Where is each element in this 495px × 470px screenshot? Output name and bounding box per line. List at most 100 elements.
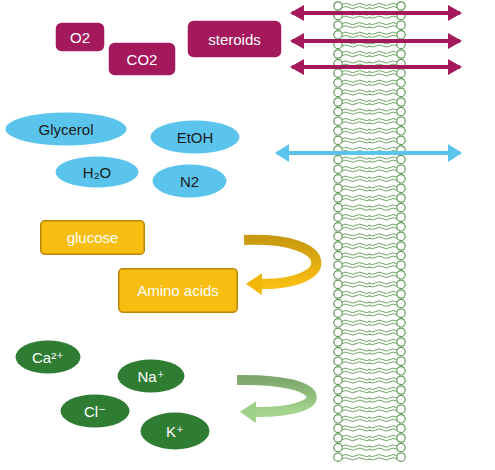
lipid-tail: [342, 416, 370, 418]
lipid-head: [334, 434, 342, 442]
lipid-tail: [369, 282, 397, 284]
lipid-head: [397, 98, 405, 106]
lipid-tail: [342, 387, 370, 389]
molecule-ellipse: H₂O: [55, 156, 139, 188]
lipid-head: [334, 415, 342, 423]
lipid-head: [334, 175, 342, 183]
lipid-tail: [342, 35, 370, 37]
lipid-head: [334, 21, 342, 29]
lipid-tail: [369, 387, 397, 389]
lipid-tail: [369, 186, 397, 188]
lipid-tail: [369, 320, 397, 322]
lipid-tail: [369, 349, 397, 351]
ellipse-shape: [16, 341, 81, 374]
ellipse-shape: [61, 395, 130, 428]
lipid-head: [397, 271, 405, 279]
lipid-tail: [342, 304, 370, 306]
transport-arrows: [237, 13, 460, 412]
rect-shape: [109, 43, 176, 76]
lipid-head: [334, 194, 342, 202]
lipid-head: [334, 251, 342, 259]
lipid-tail: [369, 275, 397, 277]
lipid-tail: [369, 266, 397, 268]
lipid-tail: [369, 51, 397, 53]
lipid-head: [397, 367, 405, 375]
lipid-head: [334, 357, 342, 365]
lipid-head: [334, 299, 342, 307]
lipid-tail: [369, 208, 397, 210]
lipid-head: [397, 405, 405, 413]
lipid-tail: [369, 410, 397, 412]
lipid-head: [397, 453, 405, 461]
lipid-tail: [369, 323, 397, 325]
lipid-head: [334, 347, 342, 355]
diffusion-arrow: [277, 151, 460, 155]
molecule-ellipse: Ca²⁺: [15, 340, 81, 374]
lipid-tail: [342, 391, 370, 393]
lipid-tail: [342, 410, 370, 412]
lipid-tail: [342, 119, 370, 121]
lipid-head: [334, 242, 342, 250]
lipid-tail: [369, 16, 397, 18]
lipid-head: [397, 319, 405, 327]
lipid-head: [334, 386, 342, 394]
ellipse-shape: [118, 360, 185, 393]
lipid-tail: [342, 253, 370, 255]
lipid-head: [397, 395, 405, 403]
lipid-tail: [342, 455, 370, 457]
lipid-head: [334, 127, 342, 135]
lipid-tail: [369, 3, 397, 5]
lipid-tail: [342, 445, 370, 447]
lipid-tail: [369, 218, 397, 220]
lipid-tail: [342, 160, 370, 162]
lipid-tail: [342, 282, 370, 284]
lipid-tail: [369, 381, 397, 383]
molecule-label: glucose: [63, 229, 123, 246]
lipid-tail: [342, 426, 370, 428]
lipid-head: [334, 203, 342, 211]
lipid-head: [397, 415, 405, 423]
lipid-head: [397, 107, 405, 115]
lipid-tail: [369, 272, 397, 274]
lipid-tail: [342, 397, 370, 399]
lipid-tail: [369, 147, 397, 149]
lipid-tail: [342, 323, 370, 325]
lipid-tail: [369, 215, 397, 217]
molecule-ellipse: Cl⁻: [60, 394, 130, 428]
lipid-tail: [342, 458, 370, 460]
lipid-tail: [342, 195, 370, 197]
lipid-tail: [342, 256, 370, 258]
rect-shape: [41, 221, 145, 255]
lipid-tail: [369, 419, 397, 421]
lipid-tail: [369, 83, 397, 85]
lipid-tail: [342, 314, 370, 316]
lipid-tail: [369, 448, 397, 450]
lipid-tail: [342, 51, 370, 53]
lipid-head: [397, 175, 405, 183]
lipid-tail: [342, 311, 370, 313]
lipid-tail: [369, 199, 397, 201]
molecule-label: Na⁺: [133, 368, 168, 385]
lipid-tail: [342, 199, 370, 201]
lipid-head: [334, 31, 342, 39]
lipid-tail: [342, 147, 370, 149]
lipid-tail: [369, 93, 397, 95]
lipid-head: [334, 319, 342, 327]
molecule-ellipse: Glycerol: [5, 112, 127, 146]
lipid-tail: [369, 227, 397, 229]
lipid-tail: [369, 90, 397, 92]
molecule-label: Ca²⁺: [28, 349, 68, 366]
lipid-tail: [342, 99, 370, 101]
lipid-tail: [369, 23, 397, 25]
lipid-head: [397, 69, 405, 77]
lipid-tail: [369, 247, 397, 249]
lipid-tail: [342, 122, 370, 124]
lipid-head: [397, 194, 405, 202]
lipid-tail: [342, 3, 370, 5]
lipid-tail: [342, 339, 370, 341]
lipid-head: [334, 117, 342, 125]
lipid-tail: [342, 74, 370, 76]
lipid-head: [334, 107, 342, 115]
